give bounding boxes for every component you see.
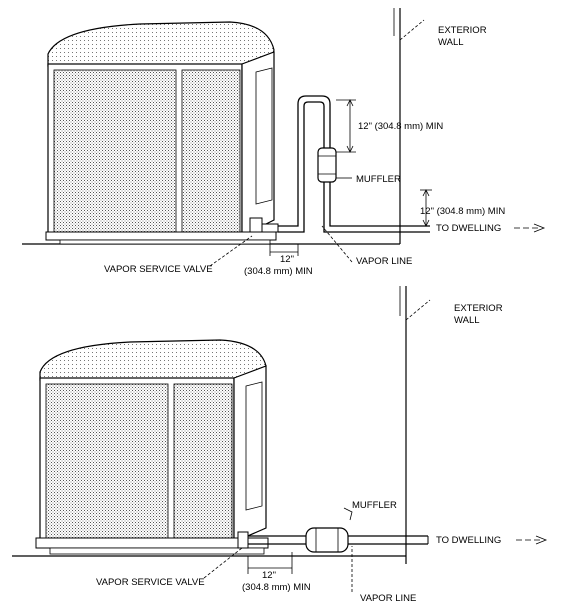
top-exterior-wall-label-1: EXTERIOR bbox=[438, 25, 487, 36]
bottom-muffler bbox=[305, 527, 349, 553]
top-vapor-line-label: VAPOR LINE bbox=[356, 256, 412, 267]
top-drop-min-label: 12" (304.8 mm) MIN bbox=[420, 206, 505, 217]
top-muffler bbox=[317, 147, 337, 183]
bottom-to-dwelling-label: TO DWELLING bbox=[436, 535, 501, 546]
top-to-dwelling-label: TO DWELLING bbox=[436, 223, 501, 234]
top-vapor-line-tubing bbox=[278, 95, 430, 233]
bottom-vapor-line-tubing bbox=[248, 527, 429, 553]
top-horizontal-min-label-1: 12" bbox=[280, 254, 294, 265]
top-riser-min-label: 12" (304.8 mm) MIN bbox=[358, 121, 443, 132]
top-diagram: EXTERIOR WALL 12" (304.8 mm) MIN MUFFLER… bbox=[22, 8, 546, 277]
top-horizontal-min-label-2: (304.8 mm) MIN bbox=[244, 266, 313, 277]
bottom-diagram: EXTERIOR WALL MUFFLER TO DWELLING 12" (3… bbox=[12, 286, 548, 604]
bottom-vapor-line-label: VAPOR LINE bbox=[360, 593, 416, 604]
bottom-horizontal-min-label-2: (304.8 mm) MIN bbox=[242, 582, 311, 593]
top-condensing-unit bbox=[45, 21, 279, 245]
bottom-exterior-wall-label-2: WALL bbox=[454, 315, 480, 326]
bottom-condensing-unit bbox=[35, 339, 269, 555]
bottom-exterior-wall-label-1: EXTERIOR bbox=[454, 303, 503, 314]
bottom-vapor-service-valve-label: VAPOR SERVICE VALVE bbox=[96, 577, 205, 588]
bottom-horizontal-min-label-1: 12" bbox=[262, 570, 276, 581]
bottom-muffler-label: MUFFLER bbox=[352, 500, 397, 511]
top-exterior-wall-label-2: WALL bbox=[438, 37, 464, 48]
top-muffler-label: MUFFLER bbox=[356, 174, 401, 185]
top-vapor-service-valve-label: VAPOR SERVICE VALVE bbox=[104, 264, 213, 275]
